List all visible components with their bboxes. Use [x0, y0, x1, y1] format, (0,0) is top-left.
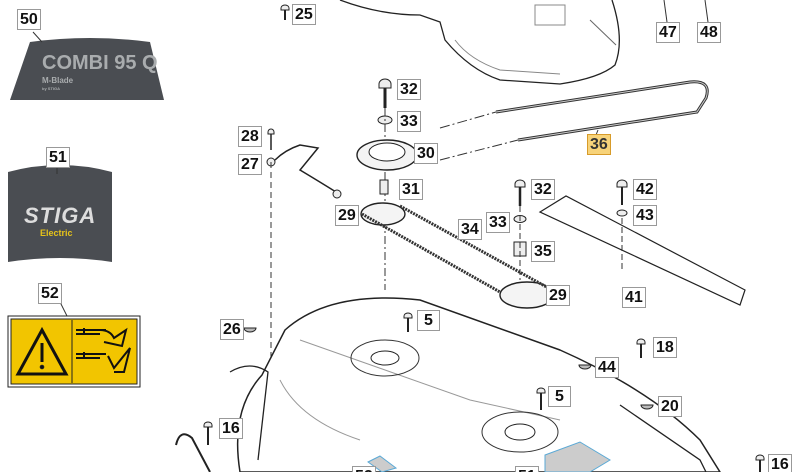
callout-52[interactable]: 52	[38, 283, 62, 304]
decal-50-title: COMBI 95 Q	[42, 52, 158, 74]
decal-50-combi	[10, 38, 164, 100]
pulley-29-left	[360, 202, 406, 226]
callout-30[interactable]: 30	[414, 143, 438, 164]
decal-51-tagline: Electric	[40, 228, 73, 238]
callout-44[interactable]: 44	[595, 357, 619, 378]
callout-51[interactable]: 51	[46, 147, 70, 168]
callout-51b[interactable]: 51	[515, 466, 539, 472]
callout-16b[interactable]: 16	[768, 454, 792, 472]
spring-27	[274, 144, 337, 193]
callout-43[interactable]: 43	[633, 205, 657, 226]
decal-51-brand: STIGA	[24, 203, 97, 228]
callout-28[interactable]: 28	[238, 126, 262, 147]
callout-29[interactable]: 29	[335, 205, 359, 226]
decal-51-stiga	[8, 165, 112, 262]
mower-deck	[236, 297, 721, 472]
callout-42[interactable]: 42	[633, 179, 657, 200]
callout-32[interactable]: 32	[397, 79, 421, 100]
callout-32b[interactable]: 32	[531, 179, 555, 200]
callout-29b[interactable]: 29	[546, 285, 570, 306]
callout-31[interactable]: 31	[399, 179, 423, 200]
callout-47[interactable]: 47	[656, 22, 680, 43]
callout-20[interactable]: 20	[658, 396, 682, 417]
bolt-32	[378, 78, 392, 108]
decal-52-warning	[7, 301, 141, 388]
callout-35[interactable]: 35	[531, 241, 555, 262]
callout-52b[interactable]: 52	[352, 466, 376, 472]
callout-33[interactable]: 33	[397, 111, 421, 132]
decal-50-byline: by STIGA	[42, 86, 61, 91]
callout-25[interactable]: 25	[292, 4, 316, 25]
belt-36	[495, 80, 709, 142]
callout-26[interactable]: 26	[220, 319, 244, 340]
grass-guard-hood	[339, 0, 620, 85]
callout-27[interactable]: 27	[238, 154, 262, 175]
callout-36-highlighted[interactable]: 36	[587, 134, 611, 155]
callout-5b[interactable]: 5	[548, 386, 571, 407]
belt-34	[361, 204, 553, 294]
callout-5[interactable]: 5	[417, 310, 440, 331]
callout-33b[interactable]: 33	[486, 212, 510, 233]
decal-50-subtitle: M-Blade	[42, 76, 74, 85]
callout-34[interactable]: 34	[458, 219, 482, 240]
callout-18[interactable]: 18	[653, 337, 677, 358]
callout-48[interactable]: 48	[697, 22, 721, 43]
callout-50[interactable]: 50	[17, 9, 41, 30]
callout-41[interactable]: 41	[622, 287, 646, 308]
callout-16[interactable]: 16	[219, 418, 243, 439]
baffle-41	[538, 195, 746, 306]
